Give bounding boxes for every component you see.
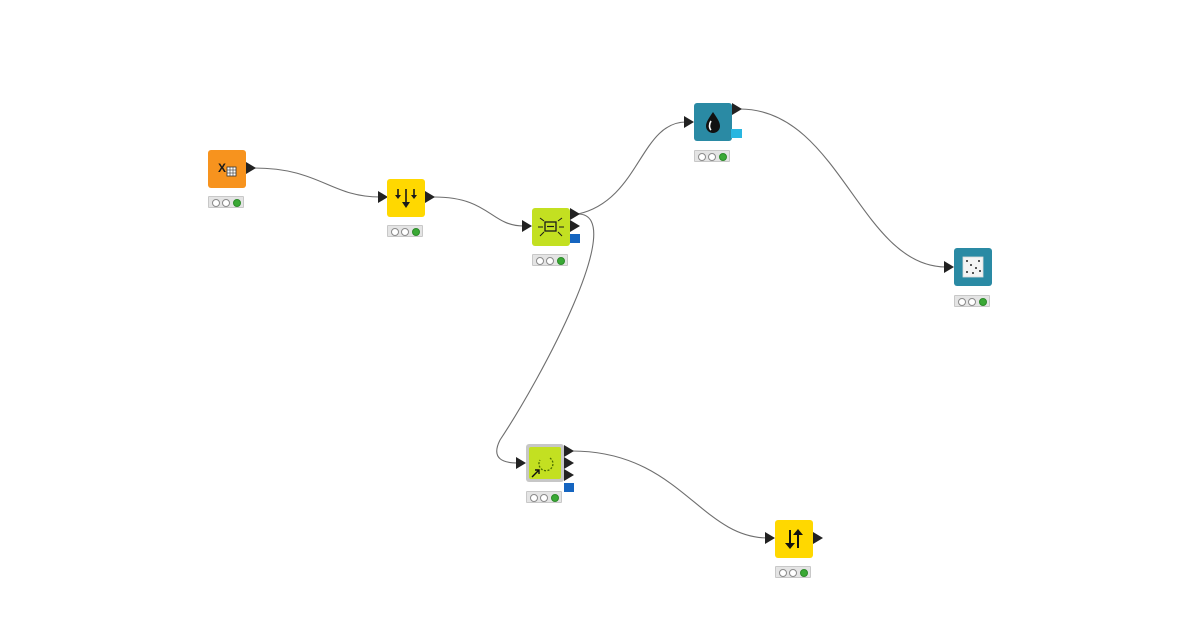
status-traffic-light (526, 491, 562, 503)
status-idle-dot (698, 152, 706, 161)
output-port[interactable] (564, 469, 574, 481)
learner-icon (538, 217, 564, 237)
node-excel-reader[interactable]: X (208, 150, 246, 188)
scatter-plot-icon (962, 256, 984, 278)
excel-table-icon: X (218, 161, 237, 177)
connection-filter-to-learner[interactable] (433, 196, 525, 227)
input-port[interactable] (378, 191, 388, 203)
status-idle-dot (546, 256, 554, 265)
color-model-port[interactable] (731, 129, 742, 138)
status-idle-dot (708, 152, 716, 161)
input-port[interactable] (522, 220, 532, 232)
status-traffic-light (954, 295, 990, 307)
input-port[interactable] (684, 116, 694, 128)
output-port[interactable] (570, 208, 580, 220)
status-executed-dot (800, 568, 808, 577)
connection-color-to-scatter[interactable] (739, 108, 947, 268)
loop-metanode-icon (531, 457, 554, 478)
output-port[interactable] (246, 162, 256, 174)
component-body (529, 447, 561, 479)
status-traffic-light (775, 566, 811, 578)
status-idle-dot (530, 493, 538, 502)
status-executed-dot (719, 152, 727, 161)
output-port[interactable] (564, 457, 574, 469)
input-port[interactable] (765, 532, 775, 544)
status-idle-dot (222, 198, 230, 207)
status-executed-dot (551, 493, 559, 502)
output-port[interactable] (813, 532, 823, 544)
column-filter-icon (395, 189, 417, 208)
svg-text:X: X (218, 161, 226, 175)
connection-metanode-to-sorter[interactable] (571, 450, 769, 539)
status-executed-dot (233, 198, 241, 207)
status-idle-dot (958, 297, 966, 306)
status-executed-dot (979, 297, 987, 306)
output-port[interactable] (564, 445, 574, 457)
connection-learner-to-color[interactable] (577, 121, 687, 215)
status-idle-dot (968, 297, 976, 306)
status-executed-dot (557, 256, 565, 265)
node-sorter[interactable] (775, 520, 813, 558)
connection-learner-to-metanode[interactable] (496, 213, 595, 464)
status-idle-dot (789, 568, 797, 577)
status-traffic-light (532, 254, 568, 266)
status-traffic-light (694, 150, 730, 162)
status-traffic-light (208, 196, 244, 208)
status-executed-dot (412, 227, 420, 236)
status-idle-dot (212, 198, 220, 207)
status-traffic-light (387, 225, 423, 237)
status-idle-dot (401, 227, 409, 236)
input-port[interactable] (944, 261, 954, 273)
status-idle-dot (779, 568, 787, 577)
node-color-manager[interactable] (694, 103, 732, 141)
status-idle-dot (536, 256, 544, 265)
node-loop-component[interactable] (526, 444, 564, 482)
sort-arrows-icon (785, 529, 803, 549)
node-scatter-view[interactable] (954, 248, 992, 286)
output-port[interactable] (425, 191, 435, 203)
output-port[interactable] (732, 103, 742, 115)
color-drop-icon (706, 112, 720, 133)
status-idle-dot (540, 493, 548, 502)
node-column-filter[interactable] (387, 179, 425, 217)
connection-excel-to-filter[interactable] (253, 167, 381, 198)
model-port[interactable] (570, 234, 580, 243)
status-idle-dot (391, 227, 399, 236)
model-port[interactable] (564, 483, 574, 492)
input-port[interactable] (516, 457, 526, 469)
output-port[interactable] (570, 220, 580, 232)
node-learner[interactable] (532, 208, 570, 246)
